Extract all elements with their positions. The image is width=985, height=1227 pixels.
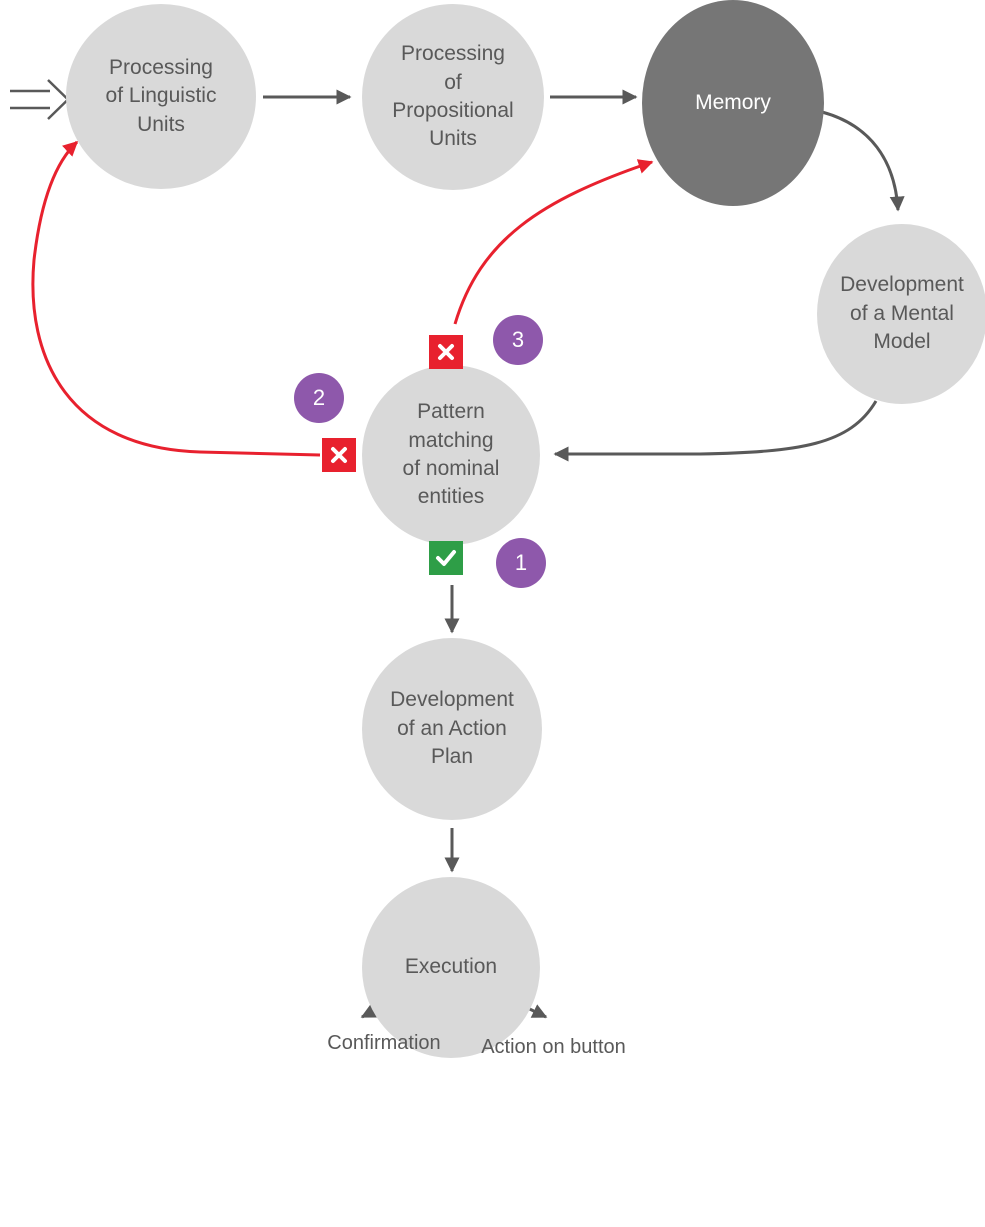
arrow-mental-model-to-pattern <box>553 400 878 462</box>
failure-mark-memory <box>429 335 463 369</box>
node-action-plan: Development of an Action Plan <box>362 638 542 820</box>
input-arrow-icon <box>10 79 70 120</box>
node-processing-linguistic-units: Processing of Linguistic Units <box>66 4 256 189</box>
cross-icon <box>331 447 347 463</box>
outcome-confirmation: Confirmation <box>327 1032 441 1054</box>
cross-icon <box>438 344 454 360</box>
node-mental-model: Development of a Mental Model <box>817 224 985 404</box>
outcome-action-on-button: Action on button <box>481 1036 626 1058</box>
node-pattern-matching: Pattern matching of nominal entities <box>362 365 540 545</box>
badge-step-3: 3 <box>493 315 543 365</box>
failure-arrow-to-memory <box>453 159 654 325</box>
failure-arrow-to-linguistic <box>31 140 321 457</box>
arrow-memory-to-mental-model <box>821 110 905 212</box>
node-memory: Memory <box>642 0 824 206</box>
success-mark <box>429 541 463 575</box>
failure-mark-linguistic <box>322 438 356 472</box>
node-execution: Execution <box>362 877 540 1058</box>
node-processing-propositional-units: Processing of Propositional Units <box>362 4 544 190</box>
check-icon <box>436 550 456 566</box>
badge-step-1: 1 <box>496 538 546 588</box>
badge-step-2: 2 <box>294 373 344 423</box>
